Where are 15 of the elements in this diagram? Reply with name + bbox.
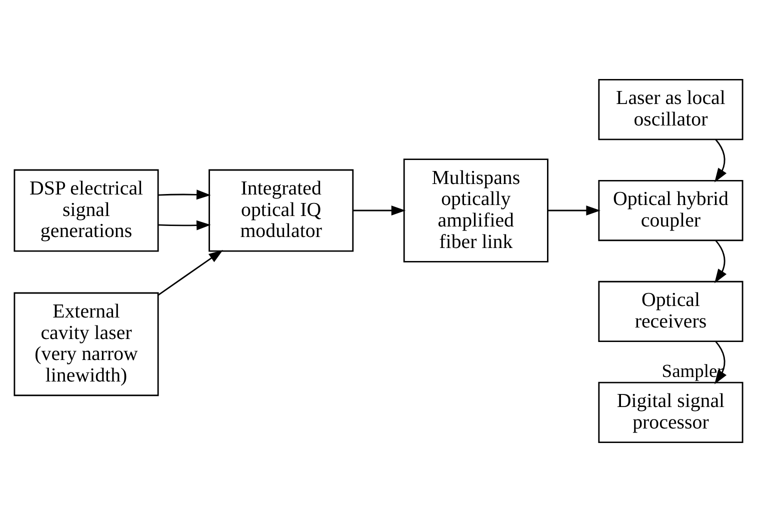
- arrow: [158, 189, 211, 200]
- node-box: DSP electrical signal generations: [14, 168, 159, 252]
- node-box: Optical receivers: [598, 280, 744, 342]
- node-box: Optical hybrid coupler: [598, 179, 744, 241]
- arrow: [158, 220, 211, 230]
- node-box: Laser as local oscillator: [598, 78, 744, 140]
- arrow: [158, 249, 224, 296]
- node-box: Digital signal processor: [598, 381, 744, 443]
- arrow: [548, 205, 600, 215]
- node-box: Integrated optical IQ modulator: [208, 168, 354, 252]
- arrow: [714, 138, 727, 182]
- arrow: [352, 205, 406, 215]
- node-box: External cavity laser (very narrow linewidth): [14, 292, 159, 396]
- arrow: [714, 240, 727, 283]
- node-box: Multispans optically amplified fiber link: [403, 158, 548, 262]
